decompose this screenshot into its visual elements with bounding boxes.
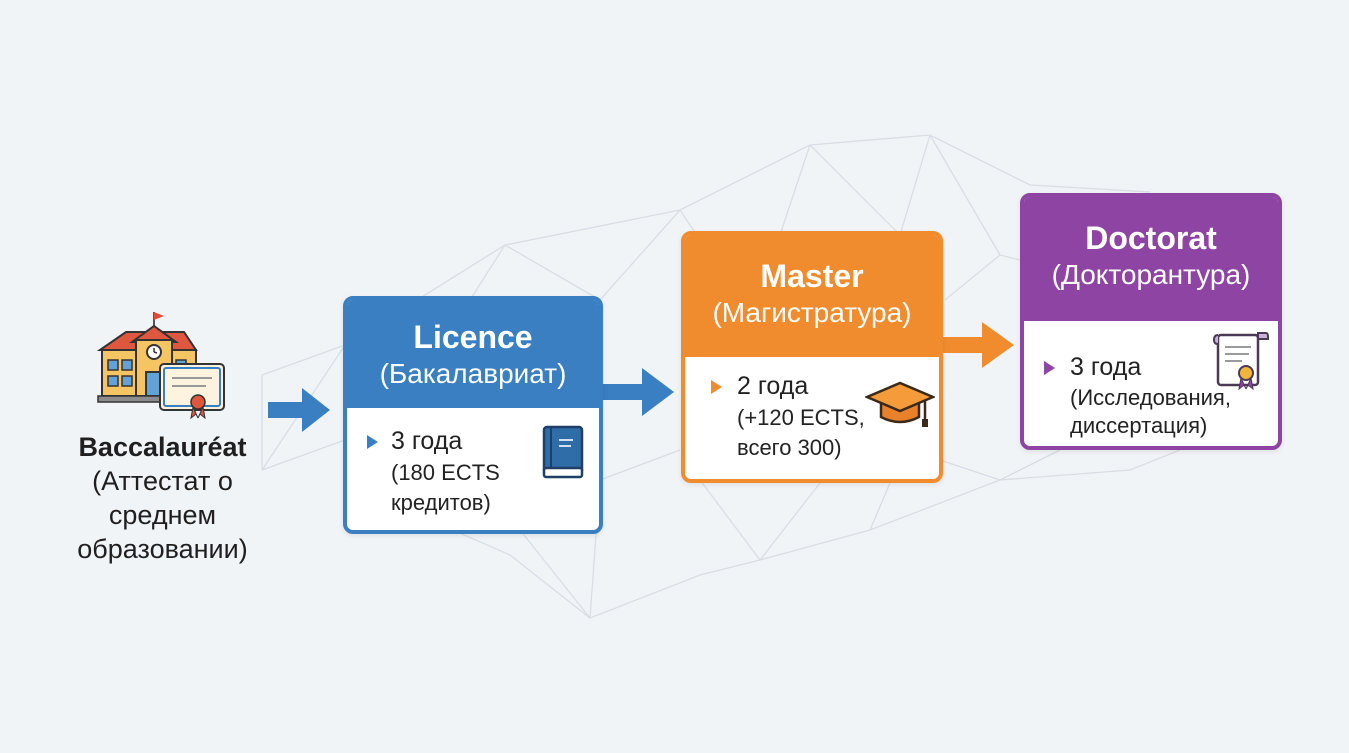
stage-subtitle: (Магистратура): [712, 297, 912, 328]
stage-card-header: Master (Магистратура): [685, 235, 939, 357]
baccalaureat-label: Baccalauréat (Аттестат о среднем образов…: [40, 430, 285, 566]
bullet-triangle-icon: [711, 380, 722, 394]
stage-detail-line: всего 300): [737, 435, 842, 460]
baccalaureat-title: Baccalauréat: [78, 432, 247, 462]
stage-card-master: Master (Магистратура) 2 года (+120 ECTS,…: [681, 231, 943, 483]
stage-detail-line: (+120 ECTS,: [737, 405, 865, 430]
stage-subtitle: (Докторантура): [1051, 259, 1251, 290]
stage-duration: 3 года: [391, 427, 463, 455]
stage-duration: 3 года: [1070, 353, 1142, 381]
bullet-triangle-icon: [367, 435, 378, 449]
stage-detail-line: кредитов): [391, 490, 491, 515]
stage-detail-line: (Исследования,: [1070, 385, 1231, 410]
stage-card-header: Doctorat (Докторантура): [1024, 197, 1278, 321]
stage-card-header: Licence (Бакалавриат): [347, 300, 599, 408]
bullet-triangle-icon: [1044, 361, 1055, 375]
stage-duration: 2 года: [737, 372, 809, 400]
baccalaureat-subtitle-line: среднем: [108, 500, 217, 530]
baccalaureat-subtitle: (Аттестат о среднем образовании): [40, 464, 285, 566]
school-diploma-icon: [96, 308, 228, 420]
baccalaureat-subtitle-line: образовании): [77, 534, 248, 564]
certificate-scroll-icon: [1212, 332, 1269, 391]
stage-title: Licence: [413, 319, 533, 355]
arrow-right-icon: [268, 388, 330, 432]
stage-card-body: 3 года (Исследования, диссертация): [1024, 321, 1278, 446]
stage-title: Doctorat: [1085, 220, 1217, 256]
graduation-cap-icon: [865, 381, 935, 427]
stage-card-body: 2 года (+120 ECTS, всего 300): [685, 357, 939, 479]
stage-card-body: 3 года (180 ECTS кредитов): [347, 408, 599, 530]
book-icon: [542, 425, 584, 479]
arrow-right-icon: [600, 368, 674, 416]
arrow-right-icon: [938, 322, 1014, 368]
stage-title: Master: [760, 258, 864, 294]
stage-subtitle: (Бакалавриат): [379, 358, 567, 389]
stage-card-licence: Licence (Бакалавриат) 3 года (180 ECTS к…: [343, 296, 603, 534]
stage-detail-line: диссертация): [1070, 413, 1208, 438]
baccalaureat-subtitle-line: (Аттестат о: [92, 466, 233, 496]
stage-detail-line: (180 ECTS: [391, 460, 500, 485]
stage-card-doctorat: Doctorat (Докторантура) 3 года (Исследов…: [1020, 193, 1282, 450]
